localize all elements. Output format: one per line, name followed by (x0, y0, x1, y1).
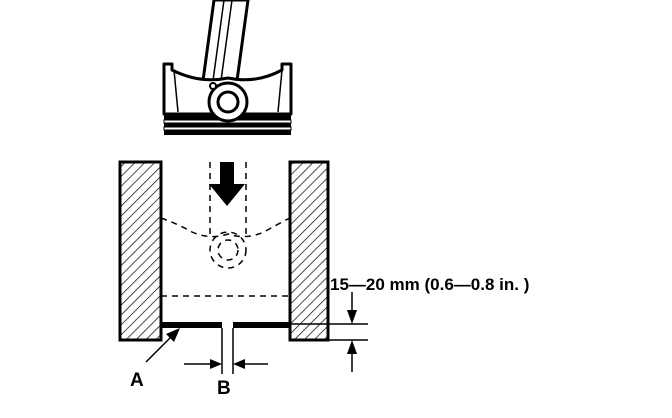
ring-end-gap (221, 320, 234, 374)
push-down-arrow (209, 162, 245, 206)
cylinder-right-wall (288, 160, 330, 342)
depth-dimension (290, 292, 368, 372)
ring-leader-arrow (145, 328, 180, 363)
piston-dashed-outline (160, 162, 291, 297)
measurement-label: 15—20 mm (0.6—0.8 in. ) (330, 275, 529, 294)
gap-arrows (184, 359, 268, 369)
cylinder-left-wall (118, 160, 163, 342)
label-a: A (130, 370, 144, 391)
label-b: B (217, 378, 231, 399)
connecting-rod (200, 0, 250, 90)
piston (162, 62, 293, 135)
